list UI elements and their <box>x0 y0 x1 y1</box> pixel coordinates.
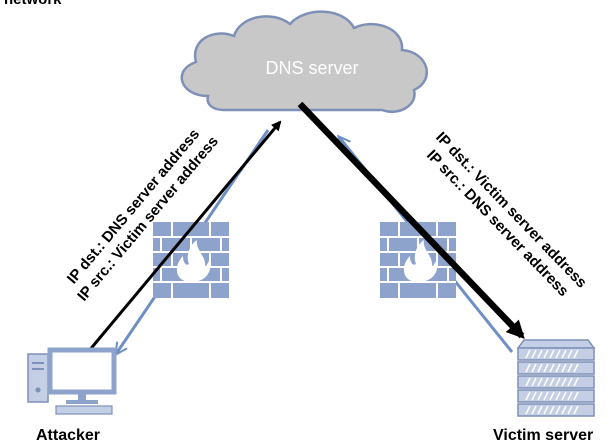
dns-server-cloud: DNS server <box>180 10 428 113</box>
cloud-shape <box>180 10 428 113</box>
cropped-header-text: network <box>4 0 62 8</box>
attacker-label: Attacker <box>36 427 100 444</box>
firewall-icon <box>380 222 456 298</box>
spoofed-request-arrow <box>86 120 282 353</box>
cloud-label: DNS server <box>265 58 358 78</box>
server-rack-icon <box>516 339 596 417</box>
amplified-response-arrow <box>297 101 525 339</box>
computer-icon <box>27 347 117 415</box>
victim-server-label: Victim server <box>493 427 593 444</box>
